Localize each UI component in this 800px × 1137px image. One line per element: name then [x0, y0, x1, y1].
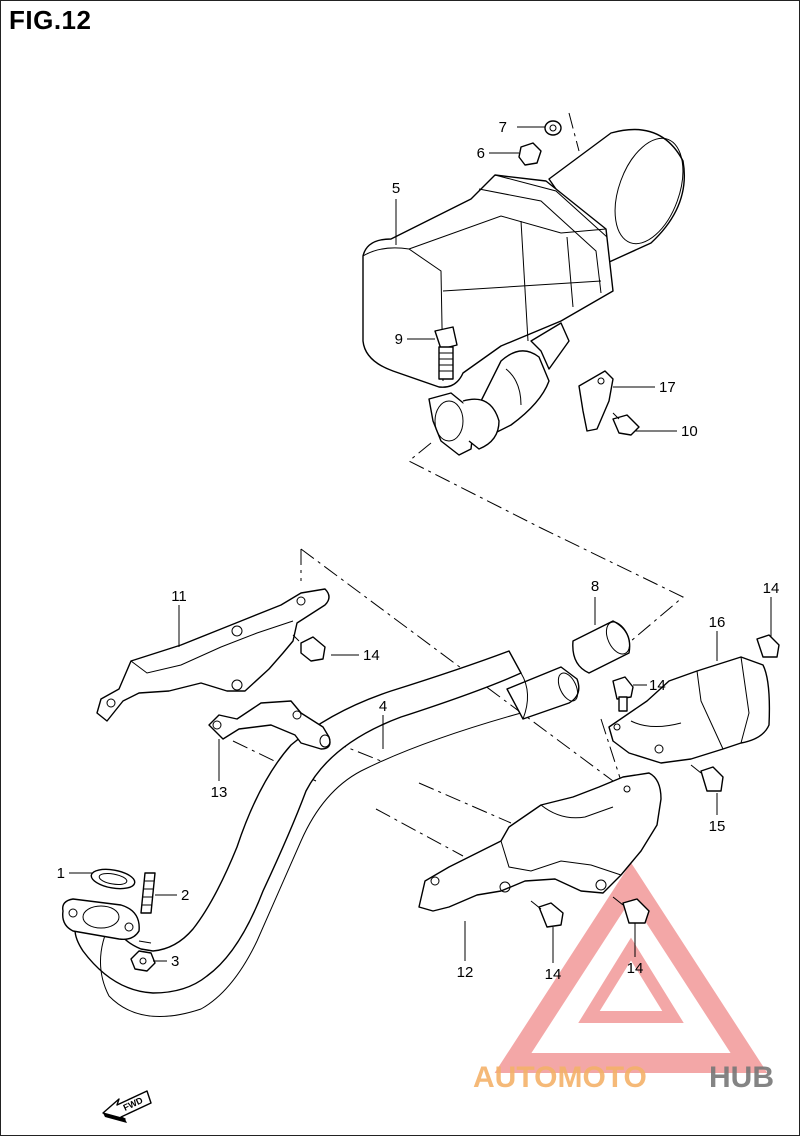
callout-14-bottom-right: 14 — [627, 960, 644, 977]
nut-part-6 — [518, 142, 542, 166]
muffler-part-5 — [362, 128, 685, 456]
bolt-part-10 — [612, 412, 640, 436]
callout-4: 4 — [379, 698, 387, 715]
bolt-part-14-d — [530, 900, 564, 928]
callout-2: 2 — [181, 887, 189, 904]
watermark-text: AUTOMOTO HUB — [473, 1061, 774, 1094]
bracket-part-17 — [578, 370, 614, 432]
heat-shield-part-12 — [418, 772, 662, 912]
stud-part-2 — [140, 872, 156, 914]
sleeve-part-8 — [572, 620, 631, 674]
bolt-part-14-e — [612, 896, 650, 924]
callout-13: 13 — [211, 784, 228, 801]
bracket-part-13 — [208, 700, 331, 750]
exhaust-flange — [62, 898, 140, 941]
callout-10: 10 — [681, 423, 698, 440]
assembly-guide-lines — [138, 112, 684, 944]
washer-part-7 — [544, 120, 562, 136]
gasket-part-1 — [90, 868, 136, 890]
watermark-logo — [494, 862, 768, 1073]
callout-labels: 7 6 5 9 17 10 8 11 14 14 16 14 4 13 15 1… — [57, 119, 780, 983]
callout-6: 6 — [477, 145, 485, 162]
callout-14-top-right: 14 — [763, 580, 780, 597]
heat-shield-part-16 — [608, 656, 771, 764]
callout-leaders — [69, 126, 772, 963]
callout-12: 12 — [457, 964, 474, 981]
bolt-part-14-b — [756, 634, 780, 658]
callout-11: 11 — [171, 588, 187, 605]
watermark-automoto: AUTOMOTO — [473, 1061, 647, 1094]
callout-8: 8 — [591, 578, 599, 595]
callout-16: 16 — [709, 614, 726, 631]
callout-3: 3 — [171, 953, 179, 970]
callout-14-bottom-left: 14 — [545, 966, 562, 983]
callout-7: 7 — [499, 119, 507, 136]
bolt-part-9 — [434, 326, 458, 380]
callout-14-middle: 14 — [649, 677, 666, 694]
callout-17: 17 — [659, 379, 676, 396]
callout-15: 15 — [709, 818, 726, 835]
figure-title: FIG.12 — [9, 5, 92, 35]
bolt-part-14-c — [612, 676, 634, 712]
heat-shield-part-11 — [96, 588, 330, 722]
fwd-direction-arrow: FWD — [102, 1090, 152, 1123]
watermark-hub: HUB — [709, 1061, 774, 1094]
bolt-part-14-a — [292, 634, 326, 662]
exhaust-pipe-part-4 — [74, 650, 580, 1018]
nut-part-3 — [130, 950, 156, 972]
callout-9: 9 — [395, 331, 403, 348]
callout-14-left: 14 — [363, 647, 380, 664]
callout-5: 5 — [392, 180, 400, 197]
callout-1: 1 — [57, 865, 65, 882]
bolt-part-15 — [690, 764, 724, 792]
